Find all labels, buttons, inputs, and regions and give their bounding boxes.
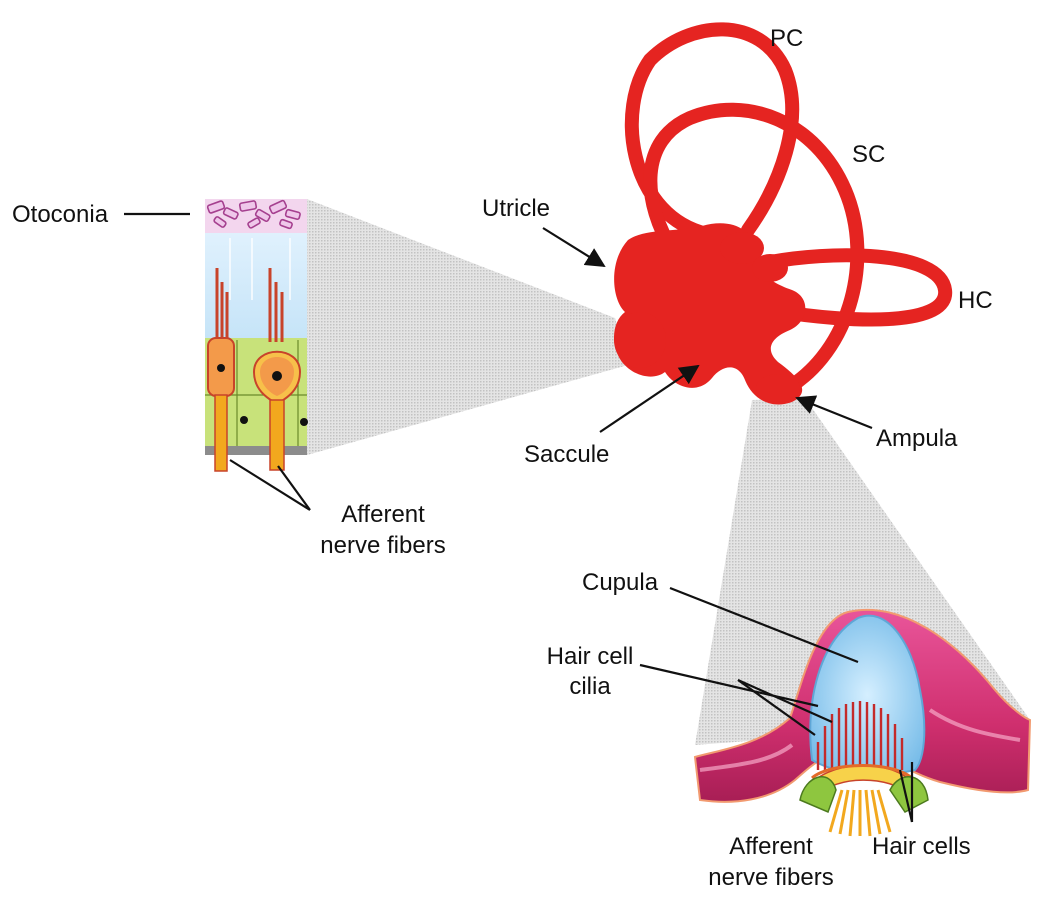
macula-hair-cell-1	[207, 268, 235, 472]
macula-inset	[205, 199, 308, 472]
label-afferent-bottom-1: Afferent	[729, 833, 813, 860]
label-afferent-left-1: Afferent	[341, 501, 425, 528]
leader-lines	[124, 212, 914, 823]
labyrinth	[624, 22, 953, 402]
label-hair-cell-cilia-1: Hair cell	[547, 643, 634, 670]
labels: PC SC HC Utricle Saccule Ampula Otoconia…	[12, 25, 993, 891]
crista-cilia	[816, 701, 904, 770]
crista-nerve-fibers	[828, 789, 892, 837]
label-afferent-left-2: nerve fibers	[320, 532, 445, 559]
posterior-canal	[624, 22, 800, 239]
leader-cilia-1	[639, 663, 819, 708]
leader-cilia-2	[737, 678, 833, 724]
leader-cupula	[669, 586, 859, 664]
leader-afferent-left-1	[229, 459, 311, 511]
label-sc: SC	[852, 141, 885, 168]
label-saccule: Saccule	[524, 441, 609, 468]
horizontal-canal	[758, 248, 953, 327]
macula-hair-cell-2	[252, 268, 302, 471]
leader-afferent-left-2	[277, 465, 311, 511]
leader-hair-cells-1	[898, 769, 914, 823]
vestibule-body	[614, 223, 806, 405]
otoconia-crystals	[206, 199, 301, 230]
arrow-utricle	[542, 227, 606, 268]
arrow-saccule	[599, 364, 700, 433]
leader-cilia-3	[737, 679, 816, 736]
label-ampula: Ampula	[876, 425, 958, 452]
label-hair-cell-cilia-2: cilia	[569, 673, 611, 700]
label-hair-cells: Hair cells	[872, 833, 971, 860]
label-otoconia: Otoconia	[12, 201, 109, 228]
label-hc: HC	[958, 287, 993, 314]
label-cupula: Cupula	[582, 569, 659, 596]
label-pc: PC	[770, 25, 803, 52]
label-afferent-bottom-2: nerve fibers	[708, 864, 833, 891]
arrow-ampula	[795, 395, 873, 430]
label-utricle: Utricle	[482, 195, 550, 222]
zoom-cone-macula	[307, 199, 628, 455]
